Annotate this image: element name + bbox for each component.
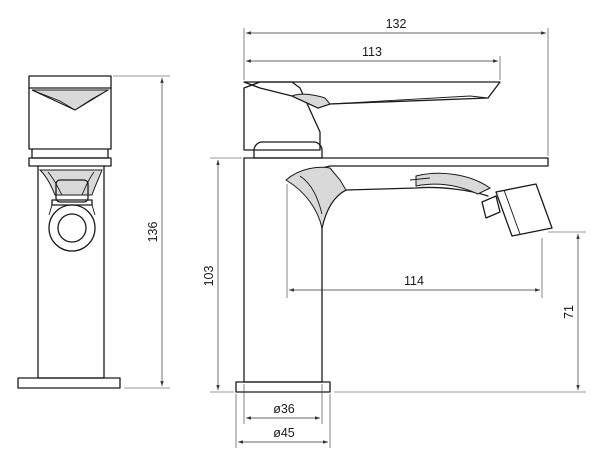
front-nozzle-inner	[57, 213, 87, 243]
side-lever-blade	[243, 81, 501, 109]
side-base	[235, 381, 331, 393]
side-view	[235, 81, 553, 393]
label-overall-width: 132	[386, 17, 407, 31]
dimension-overall-width: 132	[243, 17, 549, 156]
side-lever-blade-shade	[290, 93, 331, 109]
label-base-outer-diameter: ø45	[273, 426, 295, 440]
front-view	[17, 75, 121, 389]
side-spout-outlet-shade	[415, 172, 491, 195]
label-lever-length: 113	[362, 45, 382, 59]
side-spout-top	[243, 157, 549, 169]
front-body	[37, 165, 105, 379]
side-neck	[253, 141, 323, 159]
front-collar	[28, 157, 112, 167]
front-neck	[31, 148, 109, 159]
side-lever-block	[243, 81, 321, 151]
dimension-spout-outlet-height: 71	[334, 231, 586, 393]
dimension-base-inner-diameter: ø36	[243, 384, 323, 424]
side-lever-blade-edge	[329, 95, 489, 105]
dimension-total-height: 136	[113, 75, 170, 389]
side-nozzle-ring	[503, 189, 521, 235]
side-spout-underside	[345, 186, 489, 197]
side-nozzle-connector	[481, 195, 501, 219]
label-height-to-spout: 103	[202, 266, 216, 287]
label-total-height: 136	[146, 222, 160, 243]
front-nozzle-shoulder	[48, 204, 96, 216]
front-nozzle-upper	[55, 179, 89, 203]
dimension-spout-reach: 114	[286, 184, 543, 298]
front-lever-wedge-inner	[31, 89, 109, 111]
side-spout-sweep	[285, 166, 347, 229]
dimension-height-to-spout: 103	[202, 157, 242, 393]
front-nozzle-outer	[48, 204, 96, 252]
side-nozzle-body	[495, 183, 553, 237]
label-spout-reach: 114	[404, 274, 424, 288]
front-lever-head	[28, 75, 112, 150]
side-spout-outlet-line	[409, 165, 548, 181]
front-lever-wedge	[31, 89, 110, 111]
dimension-base-outer-diameter: ø45	[235, 394, 331, 448]
label-base-inner-diameter: ø36	[273, 402, 295, 416]
front-base	[17, 377, 121, 389]
dimension-lever-length: 113	[246, 45, 501, 80]
side-spout-sweep-line	[299, 175, 323, 215]
label-spout-outlet-height: 71	[562, 305, 576, 319]
